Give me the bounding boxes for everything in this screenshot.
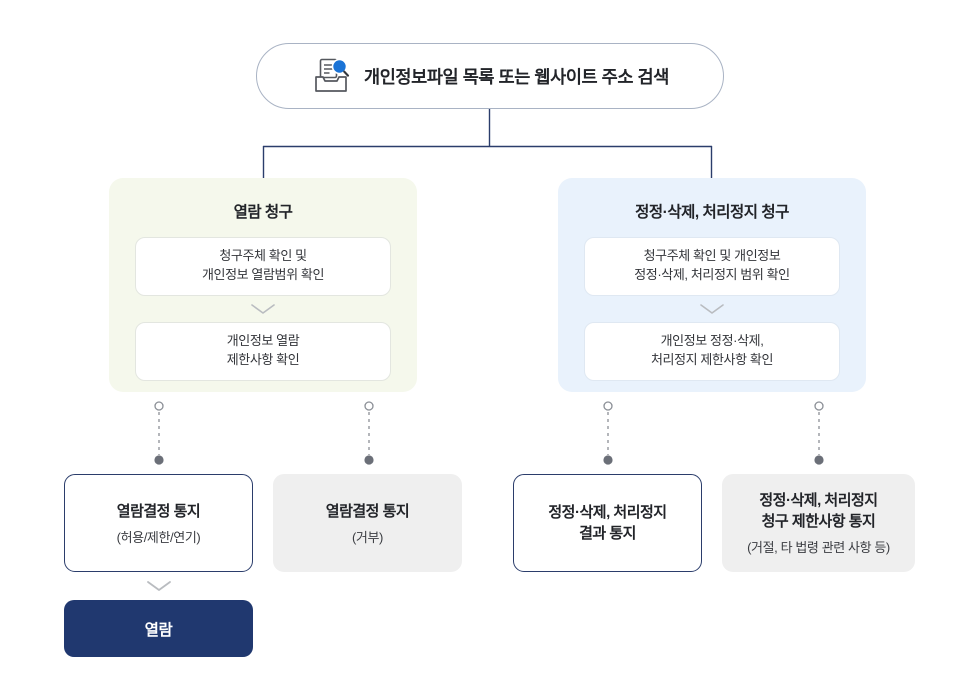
outcome-card-correction-result[interactable]: 정정·삭제, 처리정지 결과 통지 (513, 474, 702, 572)
dotted-connector (364, 401, 374, 465)
outcome-main-line: 정정·삭제, 처리정지 (759, 492, 878, 509)
outcome-main-line-2: 결과 통지 (579, 525, 636, 542)
branch-panel-access-request: 열람 청구 청구주체 확인 및 개인정보 열람범위 확인 개인정보 열람 제한사… (109, 178, 417, 392)
branch-step-card: 개인정보 열람 제한사항 확인 (135, 321, 391, 381)
dotted-connector (603, 401, 613, 465)
outcome-main-line: 열람결정 통지 (325, 502, 410, 520)
step-line-1: 청구주체 확인 및 (219, 248, 307, 264)
chevron-down-icon (700, 303, 724, 314)
document-search-icon (315, 58, 350, 92)
branch-panel-correction-request: 정정·삭제, 처리정지 청구 청구주체 확인 및 개인정보 정정·삭제, 처리정… (558, 178, 866, 392)
branch-step-card: 청구주체 확인 및 개인정보 열람범위 확인 (135, 236, 391, 296)
branch-step-card: 개인정보 정정·삭제, 처리정지 제한사항 확인 (584, 321, 840, 381)
step-line-1: 청구주체 확인 및 개인정보 (643, 248, 781, 264)
outcome-main-line: 열람결정 통지 (116, 502, 201, 520)
branch-title: 정정·삭제, 처리정지 청구 (635, 204, 789, 221)
branch-step-card: 청구주체 확인 및 개인정보 정정·삭제, 처리정지 범위 확인 (584, 236, 840, 296)
outcome-sub-line: (허용/제한/연기) (116, 529, 201, 545)
search-entry-label: 개인정보파일 목록 또는 웹사이트 주소 검색 (364, 66, 669, 87)
outcome-card-correction-restriction[interactable]: 정정·삭제, 처리정지 청구 제한사항 통지 (거절, 타 법령 관련 사항 등… (722, 474, 915, 572)
outcome-sub-line: (거절, 타 법령 관련 사항 등) (747, 540, 890, 555)
branch-title: 열람 청구 (233, 204, 293, 221)
outcome-sub-line: (거부) (352, 529, 383, 545)
step-line-2: 제한사항 확인 (226, 352, 300, 368)
dotted-connector (814, 401, 824, 465)
step-line-2: 정정·삭제, 처리정지 범위 확인 (634, 267, 790, 283)
step-line-2: 처리정지 제한사항 확인 (650, 352, 774, 368)
chevron-down-icon (147, 581, 171, 591)
outcome-main-line-2: 청구 제한사항 통지 (761, 513, 876, 530)
outcome-card-access-decision-rejected[interactable]: 열람결정 통지 (거부) (273, 474, 462, 572)
step-connector (135, 296, 391, 322)
outcome-card-access-decision-allowed[interactable]: 열람결정 통지 (허용/제한/연기) (64, 474, 253, 572)
outcome-main-line: 정정·삭제, 처리정지 (548, 504, 667, 521)
step-line-1: 개인정보 열람 (226, 333, 300, 349)
dotted-connector (154, 401, 164, 465)
step-line-1: 개인정보 정정·삭제, (660, 333, 764, 349)
view-records-button[interactable]: 열람 (64, 600, 253, 657)
chevron-down-icon (251, 303, 275, 314)
search-entry-button[interactable]: 개인정보파일 목록 또는 웹사이트 주소 검색 (256, 43, 724, 109)
step-connector (584, 296, 840, 322)
step-line-2: 개인정보 열람범위 확인 (201, 267, 325, 283)
